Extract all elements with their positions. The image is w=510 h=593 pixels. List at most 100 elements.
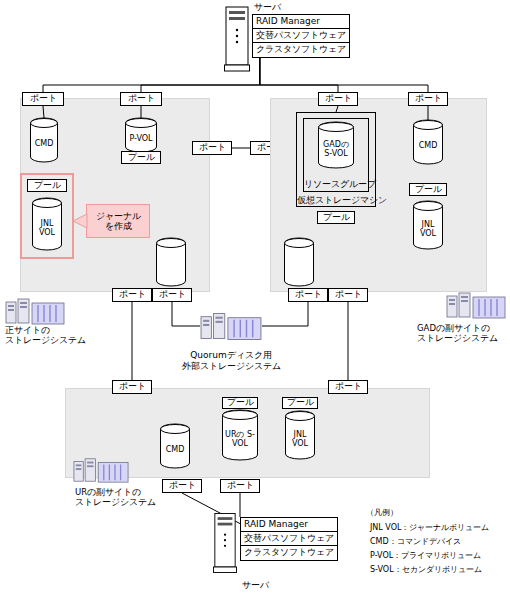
connector-line — [132, 302, 133, 380]
label-holder: プール — [283, 398, 317, 408]
label-holder: プール — [28, 180, 66, 191]
port-box: ポート — [328, 380, 368, 394]
site-label: URの副サイトの ストレージシステム — [75, 487, 157, 507]
label-holder: ジャーナル を作成 — [87, 205, 149, 237]
storage-icon — [447, 293, 505, 318]
node-label: プール — [287, 398, 314, 408]
cylinder-top — [286, 412, 315, 421]
node-label: ポート — [119, 382, 146, 392]
label-holder: ポート — [113, 381, 151, 393]
connector-line — [232, 148, 250, 149]
volume-cylinder: JNL VOL — [413, 201, 443, 249]
software-name: 交替パスソフトウェア — [241, 532, 337, 546]
node-label: ポート — [199, 143, 226, 153]
node-label: JNL VOL — [413, 220, 443, 238]
pool-box: プール — [121, 151, 161, 164]
group-frame: リソースグループGADの S-VOL — [303, 118, 369, 192]
legend-heading: （凡例） — [366, 506, 398, 520]
site-area: 正サイトの ストレージシステムポートポートCMDP-VOLプールプールJNL V… — [20, 98, 210, 292]
software-box: RAID Manager交替パスソフトウェアクラスタソフトウェアサーバ — [240, 517, 338, 561]
label-holder: ポート — [221, 480, 259, 492]
node-label: プール — [227, 398, 254, 408]
node-label: URの S-VOL — [222, 430, 258, 448]
node-label: プール — [34, 181, 61, 191]
node-label: CMD — [166, 445, 185, 454]
software-name: 交替パスソフトウェア — [253, 29, 349, 43]
label-holder: ポート — [23, 93, 63, 105]
label-holder: ポート — [329, 289, 367, 301]
legend-entry: P-VOL：プライマリボリューム — [370, 549, 481, 563]
site-label: GADの副サイトの ストレージシステム — [417, 323, 507, 343]
label-holder: ポート — [113, 289, 151, 301]
label-holder: ポート — [289, 289, 327, 301]
node-label: プール — [415, 185, 442, 195]
legend-entry: CMD：コマンドデバイス — [370, 535, 461, 549]
storage-icon — [74, 459, 128, 482]
node-label: ポート — [159, 290, 186, 300]
connector-line — [43, 58, 260, 92]
callout-box: ジャーナル を作成 — [86, 204, 150, 238]
label-holder: ポート — [329, 381, 367, 393]
connector-line — [172, 302, 200, 326]
cylinder-top — [126, 119, 157, 128]
connector-line — [262, 302, 308, 326]
storage-icon — [6, 299, 64, 324]
volume-cylinder — [285, 238, 314, 286]
label-holder: JNL VOL — [413, 209, 443, 249]
port-box: ポート — [328, 288, 368, 302]
cylinder-body — [126, 118, 157, 152]
label-holder: ポート — [153, 289, 191, 301]
pool-box: プール — [27, 179, 67, 192]
server-icon — [213, 513, 236, 572]
label-holder: プール — [223, 398, 257, 408]
connector-line — [182, 493, 240, 524]
label-holder: GADの S-VOL — [318, 130, 354, 168]
cylinder-body — [161, 424, 190, 468]
pool-box: プール — [222, 397, 258, 409]
storage-node: Quorumディスク用 外部ストレージシステム — [200, 306, 262, 346]
port-box: ポート — [112, 288, 152, 302]
port-box: ポート — [22, 92, 64, 106]
cylinder-body — [33, 198, 62, 250]
node-label: CMD — [419, 141, 438, 150]
label-holder: CMD — [413, 128, 443, 164]
node-label: JNL VOL — [32, 219, 62, 237]
site-area: GADの副サイトの ストレージシステムポートポート仮想ストレージマシンリソースグ… — [270, 98, 487, 292]
software-name: クラスタソフトウェア — [241, 546, 337, 560]
port-box: ポート — [120, 92, 162, 106]
cylinder-top — [161, 425, 190, 434]
volume-cylinder: P-VOL — [125, 118, 157, 152]
node-label: ポート — [335, 290, 362, 300]
label-holder: JNL VOL — [285, 419, 315, 459]
pool-box: プール — [282, 397, 318, 409]
label-holder: ポート — [319, 93, 357, 105]
label-holder: ポート — [121, 93, 161, 105]
volume-cylinder — [157, 238, 186, 286]
cylinder-body — [223, 410, 258, 460]
cylinder-body — [286, 411, 315, 459]
software-box: サーバRAID Manager交替パスソフトウェアクラスタソフトウェア — [252, 14, 350, 58]
connector-line — [260, 58, 428, 92]
cylinder-top — [223, 411, 258, 420]
connector-line — [348, 302, 349, 380]
volume-cylinder: GADの S-VOL — [318, 122, 354, 168]
port-box: ポート — [220, 479, 260, 493]
connector-line — [428, 106, 429, 120]
volume-cylinder: CMD — [413, 120, 443, 164]
port-box: ポート — [152, 288, 192, 302]
node-label: ポート — [295, 290, 322, 300]
port-box: ポート — [408, 92, 448, 106]
connector-line — [260, 58, 338, 92]
label-holder: ポート — [193, 142, 231, 154]
label-holder: ポート — [163, 480, 201, 492]
node-label: Quorumディスク用 外部ストレージシステム — [180, 350, 282, 372]
label-holder: プール — [410, 184, 446, 195]
node-label: ポート — [30, 94, 57, 104]
label-holder: P-VOL — [125, 126, 157, 152]
node-label: ポート — [169, 481, 196, 491]
pool-box: プール — [409, 183, 447, 196]
server-label: サーバ — [242, 580, 302, 591]
node-label: ポート — [227, 481, 254, 491]
volume-cylinder: URの S-VOL — [222, 410, 258, 460]
